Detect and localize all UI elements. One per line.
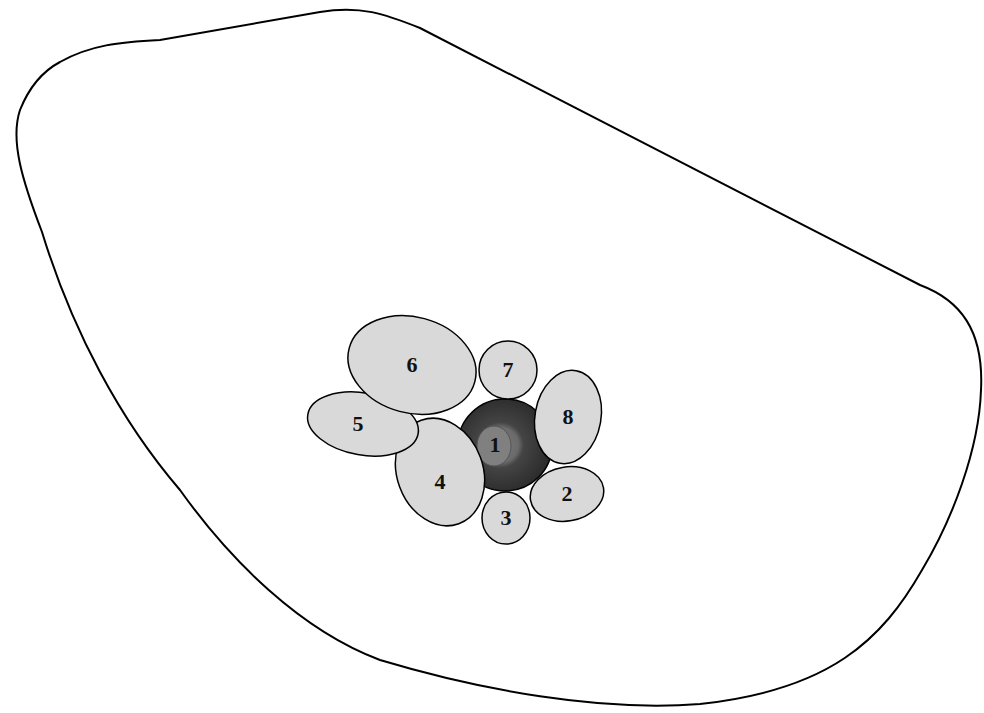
callout-number: 3 — [501, 507, 512, 529]
callout-number: 1 — [490, 434, 501, 456]
shape-ellipse — [527, 365, 608, 469]
shape-ellipse — [526, 461, 608, 527]
light-ellipse: 7 — [478, 340, 538, 400]
light-ellipse: 6 — [346, 316, 478, 414]
outline-path — [16, 10, 981, 706]
callout-number: 7 — [503, 359, 514, 381]
callout-number: 4 — [435, 471, 446, 493]
callout-number: 5 — [353, 413, 364, 435]
callout-number: 6 — [407, 354, 418, 376]
shape-ellipse — [337, 302, 487, 428]
light-ellipse: 2 — [529, 466, 605, 522]
light-ellipse: 8 — [534, 369, 602, 465]
shape-ellipse — [479, 341, 537, 399]
callout-number: 2 — [562, 483, 573, 505]
shape-ellipse — [482, 492, 530, 544]
light-ellipse: 3 — [481, 491, 531, 545]
callout-number: 8 — [563, 406, 574, 428]
